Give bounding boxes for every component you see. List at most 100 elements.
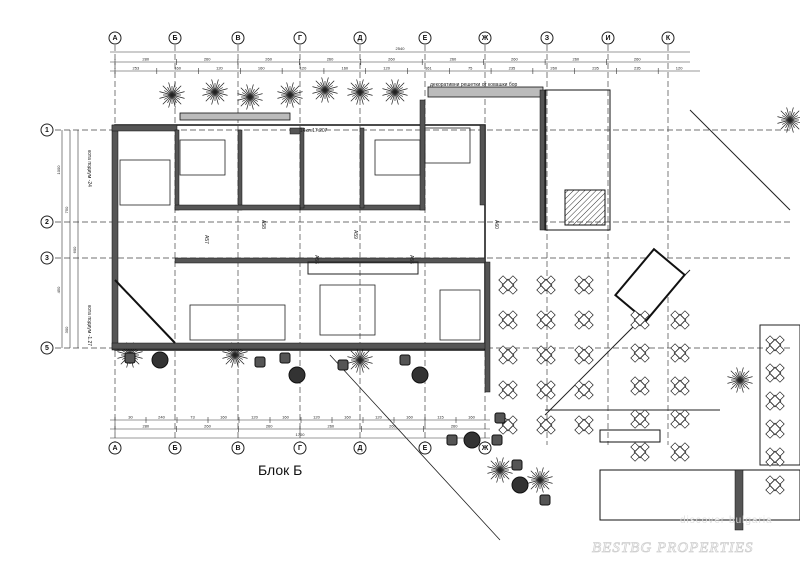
chair-icon — [546, 415, 556, 425]
axis-top-6-label: Ж — [481, 35, 489, 42]
armchair-icon — [399, 354, 411, 366]
tree-branch — [532, 475, 541, 481]
tree-icon — [487, 457, 513, 483]
tree-branch — [159, 91, 173, 96]
tree-branch — [249, 84, 254, 98]
tree-branch — [240, 96, 251, 107]
dimension-value: 160 — [406, 415, 413, 420]
armchair-icon — [511, 459, 523, 471]
tree-branch — [539, 479, 544, 493]
tree-branch — [490, 469, 501, 480]
chair-icon — [640, 343, 650, 353]
tree-branch — [289, 94, 295, 103]
cafe-table-set — [536, 380, 556, 400]
dimension-value-left: 750 — [64, 206, 69, 213]
tree-branch — [359, 359, 364, 373]
chair-icon — [536, 310, 546, 320]
chair-icon — [508, 390, 518, 400]
axis-top-0-circle — [108, 31, 122, 45]
tree-branch — [739, 375, 748, 381]
tree-branch — [282, 94, 291, 100]
tree-branch — [214, 88, 228, 93]
dimension-value-left: 600 — [72, 246, 77, 253]
chair-icon — [584, 345, 594, 355]
tree-branch — [359, 350, 370, 361]
dimension-total-top: 2540 — [396, 46, 406, 51]
tree-branch — [490, 460, 501, 471]
round-table-icon — [463, 431, 481, 449]
axis-row-1-circle — [40, 215, 54, 229]
cafe-table-set — [574, 275, 594, 295]
axis-bottom-4-label: Д — [358, 445, 363, 452]
chair-icon — [765, 429, 775, 439]
dimension-value: 73 — [190, 415, 195, 420]
round-table-icon — [288, 366, 306, 384]
tree-branch — [487, 469, 501, 474]
tree-branch — [249, 96, 258, 102]
cafe-table-set — [536, 310, 556, 330]
chair-icon — [630, 442, 640, 452]
chair-icon — [670, 442, 680, 452]
tree-branch — [499, 469, 505, 478]
chair-icon — [670, 386, 680, 396]
tree-branch — [535, 472, 541, 481]
axis-row-0-circle — [40, 123, 54, 137]
tree-branch — [289, 94, 294, 108]
armchair-icon — [446, 434, 458, 446]
tree-branch — [214, 87, 223, 93]
tree-branch — [532, 479, 541, 485]
chair-icon — [498, 310, 508, 320]
chair-icon — [508, 320, 518, 330]
dimension-value: 120 — [251, 415, 258, 420]
chair-icon — [775, 447, 785, 457]
axis-row-1-label: 2 — [45, 219, 49, 226]
tree-branch — [730, 379, 741, 390]
chair-icon — [584, 425, 594, 435]
chair-icon — [574, 415, 584, 425]
tree-branch — [782, 115, 791, 121]
tree-icon — [527, 467, 553, 493]
tree-branch — [207, 91, 216, 97]
tree-branch — [359, 84, 365, 93]
tree-branch — [277, 91, 291, 96]
chair-icon — [680, 452, 690, 462]
chair-icon — [574, 310, 584, 320]
tree-branch — [355, 359, 361, 368]
tree-branch — [234, 354, 239, 368]
tree-branch — [789, 107, 794, 121]
tree-icon — [159, 82, 185, 108]
chair-icon — [498, 425, 508, 435]
dimension-value: 280 — [142, 424, 149, 429]
tree-branch — [359, 355, 368, 361]
tree-branch — [499, 460, 510, 471]
tree-branch — [394, 91, 399, 105]
tree-branch — [359, 91, 364, 105]
armchair-icon — [254, 356, 266, 368]
tree-branch — [499, 457, 504, 471]
tree-branch — [789, 119, 798, 125]
tree-branch — [210, 91, 216, 100]
dimension-total-bottom: 1700 — [296, 432, 306, 437]
chair-icon — [640, 452, 650, 462]
tree-branch — [214, 91, 219, 105]
tree-branch — [222, 354, 236, 359]
axis-top-6-circle — [478, 31, 492, 45]
tree-branch — [242, 96, 251, 102]
tree-branch — [286, 94, 291, 108]
tree-branch — [359, 359, 368, 365]
axis-top-8-label: И — [605, 35, 610, 42]
tree-branch — [385, 82, 396, 93]
tree-branch — [289, 91, 303, 96]
chair-icon — [630, 343, 640, 353]
tree-branch — [315, 89, 326, 100]
tree-branch — [234, 354, 243, 360]
tree-branch — [487, 466, 501, 471]
tree-branch — [736, 379, 741, 393]
axis-top-4-circle — [353, 31, 367, 45]
tree-branch — [249, 96, 254, 110]
chair-icon — [584, 320, 594, 330]
tree-branch — [205, 91, 216, 102]
tree-branch — [530, 470, 541, 481]
chair-icon — [498, 345, 508, 355]
